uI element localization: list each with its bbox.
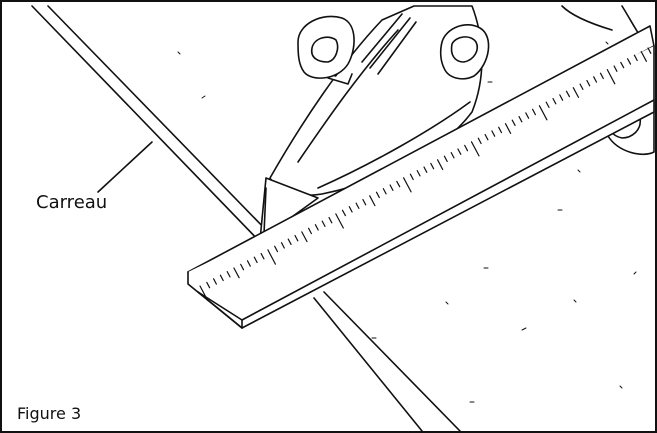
ruler-tick <box>280 242 285 249</box>
ruler-tick <box>579 83 584 91</box>
ruler-tick <box>369 195 376 207</box>
ruler-tick <box>633 54 638 62</box>
ruler-tick <box>409 173 414 181</box>
ruler-tick <box>416 170 421 177</box>
ruler-tick <box>274 245 279 253</box>
ruler-tick <box>382 188 387 195</box>
ruler-ticks <box>199 47 652 301</box>
ruler-tick <box>572 87 580 99</box>
ruler-tick <box>491 130 496 137</box>
ruler-tick <box>430 162 435 170</box>
ruler-tick <box>355 202 360 209</box>
ruler-tick <box>389 184 394 191</box>
ruler-tick <box>240 263 245 271</box>
callout-label-tile: Carreau <box>36 192 108 213</box>
ruler-tick <box>403 177 412 193</box>
ruler-tick <box>640 50 648 62</box>
ruler-tick <box>396 180 401 188</box>
ruler-tick <box>294 234 299 242</box>
ruler-tick <box>504 123 512 134</box>
ruler <box>187 25 655 329</box>
ruler-tick <box>545 101 550 109</box>
ruler-tick <box>484 133 489 141</box>
ruler-tick <box>552 97 557 105</box>
ruler-tick <box>464 144 469 152</box>
ruler-tick <box>267 249 276 265</box>
ruler-tick <box>599 72 604 80</box>
ruler-tick <box>531 108 537 116</box>
tile-edge-lines <box>31 5 461 431</box>
ruler-tick <box>219 274 224 282</box>
ruler-tick <box>301 231 308 243</box>
ruler-tick <box>206 281 211 289</box>
ruler-tick <box>348 206 353 213</box>
ruler-tick <box>586 79 591 87</box>
ruler-tick <box>518 115 523 123</box>
ruler-tick <box>213 278 217 285</box>
ruler-tick <box>321 220 326 227</box>
ruler-tick <box>287 238 292 245</box>
ruler-tick <box>199 285 209 301</box>
ruler-tick <box>525 112 530 119</box>
utility-knife <box>259 5 483 241</box>
ruler-tick <box>341 209 346 217</box>
ruler-tick <box>477 137 482 145</box>
ruler-tick <box>362 198 367 206</box>
ruler-tick <box>443 155 448 163</box>
ruler-tick <box>308 227 312 235</box>
ruler-tick <box>233 267 240 279</box>
tile-dust-marks <box>177 41 637 403</box>
ruler-tick <box>226 271 231 278</box>
ruler-tick <box>253 256 258 264</box>
ruler-tick <box>613 65 618 72</box>
ruler-tick <box>559 94 564 101</box>
ruler-tick <box>511 119 516 127</box>
figure-caption: Figure 3 <box>17 404 82 423</box>
callout-leader-line <box>97 141 153 193</box>
ruler-tick <box>450 152 455 159</box>
ruler-tick <box>375 191 380 199</box>
ruler-tick <box>423 166 428 173</box>
ruler-tick <box>470 141 480 157</box>
ruler-tick <box>437 159 444 171</box>
ruler-tick <box>593 76 598 83</box>
ruler-tick <box>626 58 632 65</box>
ruler-tick <box>314 224 319 231</box>
ruler-tick <box>246 260 251 267</box>
ruler-tick <box>565 90 571 98</box>
ruler-tick <box>498 126 503 134</box>
ruler-tick <box>335 213 344 229</box>
ruler-tick <box>457 148 462 155</box>
ruler-tick <box>328 216 333 224</box>
ruler-tick <box>606 68 616 85</box>
ruler-tick <box>647 47 652 54</box>
ruler-tick <box>260 252 265 260</box>
ruler-tick <box>538 105 548 121</box>
ruler-tick <box>620 61 625 69</box>
